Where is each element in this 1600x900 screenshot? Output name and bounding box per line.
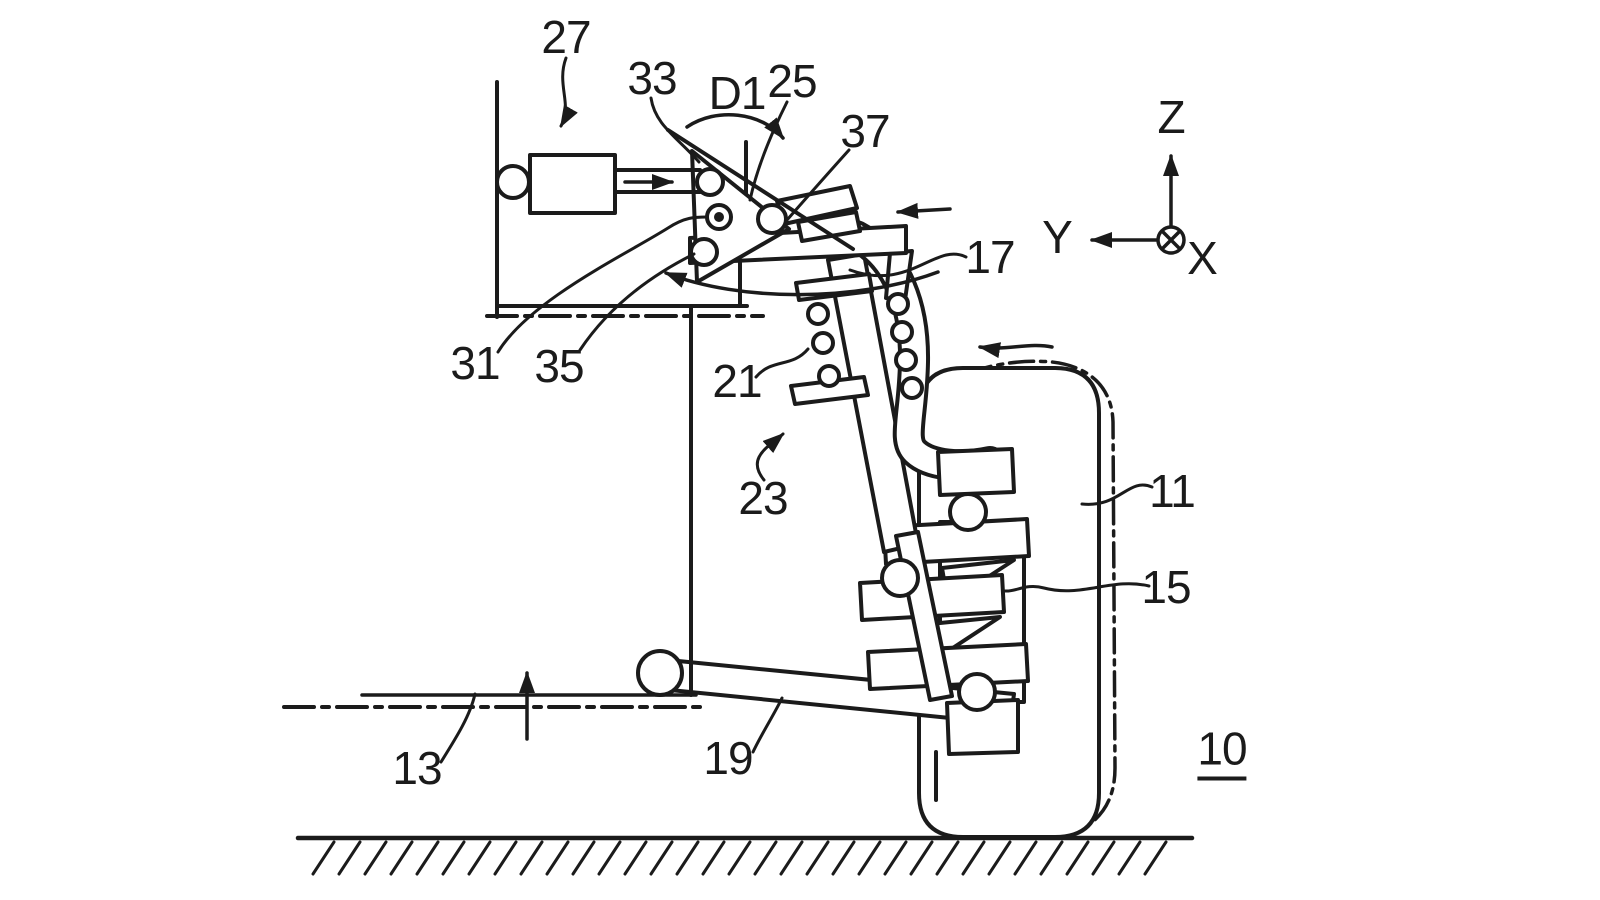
leader-23 xyxy=(755,432,785,482)
joint-33 xyxy=(695,167,725,197)
axis-triad xyxy=(1090,154,1186,255)
leader-27 xyxy=(559,56,578,128)
ball-joints xyxy=(880,492,997,712)
strut-top-arrow xyxy=(896,202,952,219)
knuckle-end-bracket xyxy=(936,447,1016,497)
actuator xyxy=(495,153,702,215)
leader-17 xyxy=(848,252,968,278)
x-axis-into-page-icon xyxy=(1156,225,1186,255)
leader-13 xyxy=(439,692,477,764)
pivot-bullseye xyxy=(705,203,733,231)
leader-15 xyxy=(1003,582,1151,593)
joint-37 xyxy=(756,203,788,235)
wheel-top-arrow xyxy=(978,342,1054,359)
leader-19 xyxy=(751,696,784,754)
leader-33 xyxy=(649,96,701,164)
d1-rotation-arrow xyxy=(685,113,785,140)
leader-37 xyxy=(785,148,851,222)
leader-21 xyxy=(754,347,810,379)
leader-31 xyxy=(496,215,709,354)
ground-hatching xyxy=(311,840,1168,876)
joint-lower xyxy=(689,237,719,267)
motion-arrows xyxy=(664,113,1054,359)
lower-arm-bushing xyxy=(636,649,684,697)
leader-25 xyxy=(748,100,789,202)
knuckle-spring-stack xyxy=(858,517,1031,756)
vehicle-body xyxy=(485,80,765,697)
leader-11 xyxy=(1080,483,1154,506)
leader-35 xyxy=(578,252,696,352)
counter-rotation-arrow xyxy=(664,270,940,297)
floor-line xyxy=(282,671,702,741)
leader-lines xyxy=(439,56,1154,764)
tie-link-lower xyxy=(796,210,862,243)
ground xyxy=(295,835,1195,876)
